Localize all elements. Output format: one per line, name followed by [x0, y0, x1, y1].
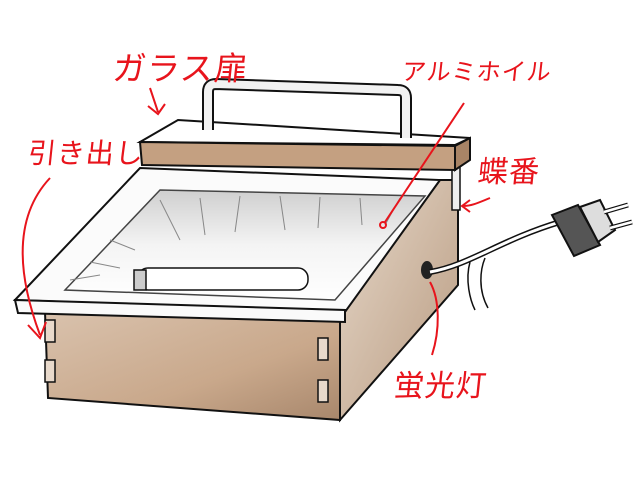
hinge	[451, 164, 461, 211]
label-aluminum-foil: アルミホイル	[400, 58, 554, 86]
annotation-lines	[21, 87, 491, 356]
glass-door-frame	[138, 140, 456, 172]
drawer-front	[43, 310, 341, 422]
glass-door	[136, 118, 471, 147]
plug	[550, 198, 633, 258]
aluminum-foil	[69, 195, 401, 281]
label-hinge: 蝶番	[476, 155, 542, 190]
joinery	[44, 319, 329, 403]
label-glass-door: ガラス扉	[110, 49, 251, 88]
label-fluorescent-lamp: 蛍光灯	[392, 369, 489, 404]
cable-hole	[421, 261, 433, 279]
fluorescent-lamp	[133, 267, 309, 291]
label-drawer: 引き出し	[26, 137, 146, 170]
